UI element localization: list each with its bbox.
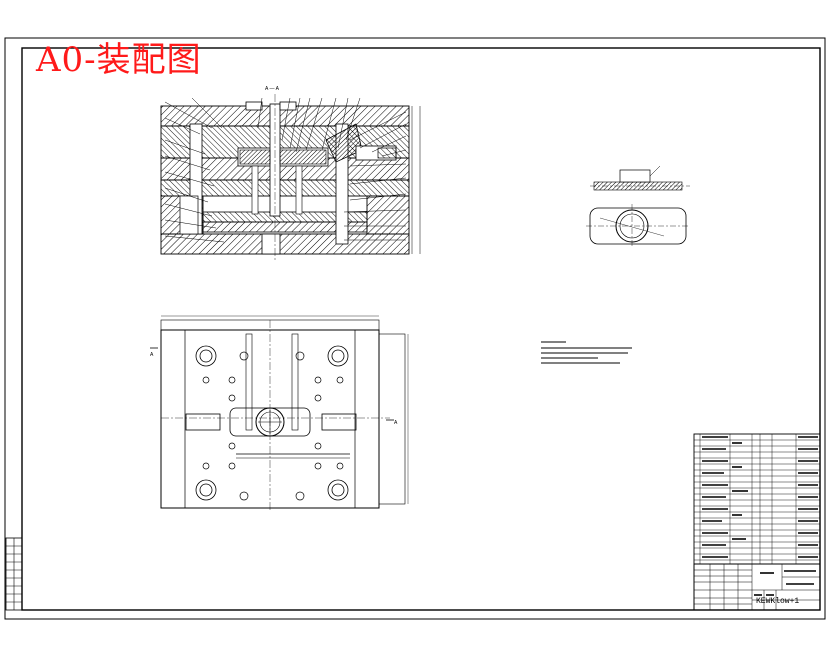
view-marker-right: A <box>394 420 398 426</box>
inner-frame <box>21 47 821 611</box>
revision-block <box>5 537 23 611</box>
view-marker-left: A <box>150 352 154 358</box>
section-label: A — A <box>265 86 280 92</box>
bill-of-materials <box>693 433 821 565</box>
plan-view: A A <box>150 315 409 512</box>
drawing-title: A0-装配图 <box>36 40 202 80</box>
outer-frame <box>4 37 826 620</box>
technical-notes <box>541 341 632 364</box>
part-detail-view <box>586 165 690 248</box>
drawing-code: KEWKlow+1 <box>756 597 800 606</box>
title-block <box>693 563 821 611</box>
section-view-a-a: A — A <box>160 86 421 262</box>
